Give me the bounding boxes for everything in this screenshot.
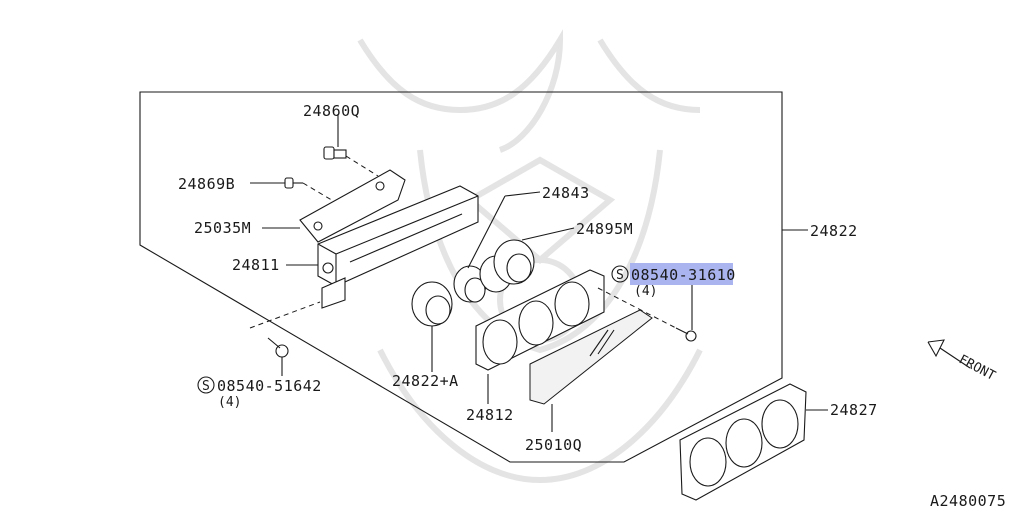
screw-type-mark: S — [616, 268, 624, 283]
diagram-code: A2480075 — [930, 492, 1006, 510]
label-24822A: 24822+A — [392, 372, 459, 390]
lens-panel — [529, 309, 653, 405]
knob-24822A — [411, 281, 453, 327]
assembly-boundary — [139, 91, 783, 463]
label-24811: 24811 — [232, 256, 280, 274]
label-08540-51642: 08540-51642 — [217, 377, 322, 395]
callout-08540-31610: S 08540-31610 (4) — [611, 263, 736, 299]
front-label: FRONT — [956, 352, 998, 384]
knob-24895M — [493, 239, 535, 285]
face-panel — [475, 269, 605, 371]
leader-lines — [250, 114, 828, 432]
label-24860Q: 24860Q — [303, 102, 360, 120]
screw-type-mark: S — [202, 379, 210, 394]
label-24812: 24812 — [466, 406, 514, 424]
label-24822: 24822 — [810, 222, 858, 240]
label-25010Q: 25010Q — [525, 436, 582, 454]
front-arrow — [927, 339, 971, 369]
callout-08540-51642: S 08540-51642 (4) — [197, 376, 322, 410]
label-24895M: 24895M — [576, 220, 633, 238]
qty-08540-31610: (4) — [634, 284, 657, 299]
label-24827: 24827 — [830, 401, 878, 419]
label-08540-31610: 08540-31610 — [631, 266, 736, 284]
highlight-box — [630, 263, 733, 285]
label-24843: 24843 — [542, 184, 590, 202]
label-24869B: 24869B — [178, 175, 235, 193]
bulb-socket-part — [323, 124, 379, 177]
label-25035M: 25035M — [194, 219, 251, 237]
screw-24869B — [284, 177, 341, 206]
screw-08540-31610 — [597, 287, 697, 342]
bracket-plate — [299, 169, 406, 243]
housing-frame — [317, 185, 479, 309]
qty-08540-51642: (4) — [218, 395, 241, 410]
outer-bezel — [679, 383, 807, 501]
knob-24843-a — [453, 265, 487, 303]
